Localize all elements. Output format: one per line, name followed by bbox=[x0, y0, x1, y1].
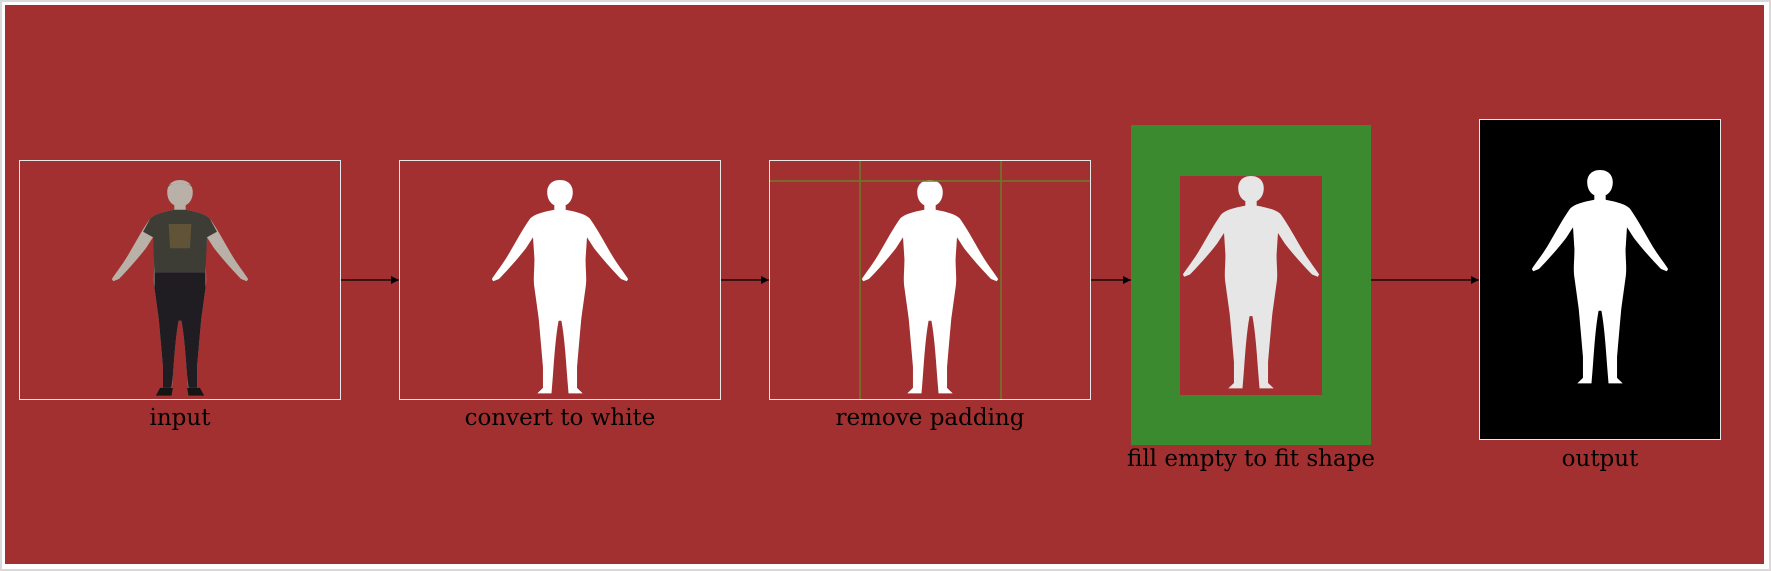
step-caption-fill: fill empty to fit shape bbox=[1126, 446, 1375, 472]
step-caption-convert: convert to white bbox=[464, 405, 656, 431]
remove-padding-panel bbox=[769, 160, 1091, 400]
white-silhouette-figure bbox=[489, 180, 631, 400]
textured-person-figure bbox=[109, 180, 251, 396]
output-silhouette-figure bbox=[1529, 170, 1671, 390]
step-caption-input: input bbox=[149, 405, 211, 431]
step-caption-remove: remove padding bbox=[835, 405, 1025, 431]
input-panel bbox=[19, 160, 341, 400]
convert-panel bbox=[399, 160, 721, 400]
crop-guide-lines bbox=[770, 161, 1090, 399]
fitted-silhouette-figure bbox=[1180, 176, 1322, 395]
step-caption-output: output bbox=[1561, 446, 1639, 472]
diagram-canvas bbox=[5, 5, 1764, 564]
